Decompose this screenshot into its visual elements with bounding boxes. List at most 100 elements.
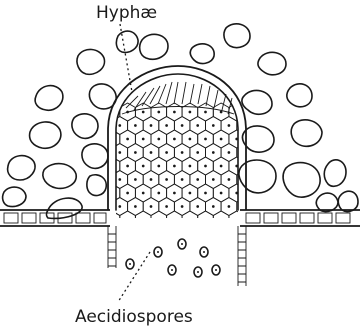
spore-nucleus [158,165,160,167]
spore-nucleus [228,179,230,181]
tissue-cell [258,52,286,74]
spore-nucleus [127,165,129,167]
spore-nucleus [150,152,152,154]
spore-nucleus [174,111,176,113]
spore-nucleus [111,165,113,167]
spore-cell [151,211,167,229]
spore-nucleus [197,125,199,127]
spore-nucleus [197,152,199,154]
tissue-cell [291,120,322,147]
spore-nucleus [189,111,191,113]
tissue-cell [47,198,83,218]
spore-nucleus [174,138,176,140]
label-aecidiospores: Aecidiospores [75,307,193,327]
spore-nucleus [127,138,129,140]
spore-cell [198,211,214,229]
tissue-cell [77,49,105,74]
spore-nucleus [212,179,214,181]
tissue-cell [8,156,35,180]
spore-nucleus [181,206,183,208]
tissue-cell [43,164,76,189]
spore-nucleus [228,152,230,154]
spore-nucleus [135,152,137,154]
spore-nucleus [212,206,214,208]
spore-nucleus [236,219,238,221]
spore-nucleus [111,192,113,194]
spore-nucleus [142,165,144,167]
tissue-cell [35,86,63,111]
spore-nucleus [220,219,222,221]
spore-nucleus [174,219,176,221]
spore-cell [213,211,229,229]
tissue-cell [316,193,338,212]
spore-nucleus [119,179,121,181]
spore-nucleus [212,125,214,127]
spore-cell [167,211,183,229]
spore-nucleus [181,125,183,127]
spore-nucleus [166,152,168,154]
spore-nucleus [142,138,144,140]
spore-nucleus [142,111,144,113]
spore-nucleus [189,192,191,194]
spore-nucleus [127,192,129,194]
spore-nucleus [205,192,207,194]
released-aecidiospores [126,239,220,277]
tissue-cell [30,122,61,148]
spore-nucleus [119,152,121,154]
spore-nucleus [135,125,137,127]
spore-cell [120,211,136,229]
tissue-cell [287,84,312,107]
spore-nucleus [150,125,152,127]
spore-nucleus [205,111,207,113]
spore-nucleus [119,206,121,208]
spore-nucleus [158,111,160,113]
tissue-cell [283,163,320,198]
spore-nucleus [158,192,160,194]
spore-cell [135,211,151,229]
spore-nucleus [220,111,222,113]
spore-nucleus [220,138,222,140]
spore-nucleus [119,125,121,127]
spore-nucleus [220,165,222,167]
spore-nucleus [158,219,160,221]
spore-nucleus [205,219,207,221]
spore-nucleus [189,138,191,140]
spore-nucleus [205,165,207,167]
spore-nucleus [111,219,113,221]
tissue-cell [338,191,358,211]
tissue-cell [3,187,26,206]
spore-nucleus [150,206,152,208]
spore-nucleus [189,165,191,167]
spore-nucleus [150,179,152,181]
aecidium-cup [104,66,246,286]
tissue-cell [140,34,168,59]
spore-nucleus [166,206,168,208]
epidermis [0,210,360,226]
spore-nucleus [197,206,199,208]
spore-cell [182,211,198,229]
tissue-cell [224,24,250,48]
tissue-cell [87,175,106,196]
spore-nucleus [135,179,137,181]
spore-nucleus [205,138,207,140]
spore-nucleus [174,192,176,194]
spore-nucleus [166,125,168,127]
spore-nucleus [142,192,144,194]
leaf-tissue-cells [3,24,358,219]
spore-nucleus [189,219,191,221]
spore-nucleus [158,138,160,140]
label-hyphae: Hyphæ [96,3,157,23]
peridium-cells [108,226,246,286]
tissue-cell [242,90,272,114]
spore-nucleus [127,219,129,221]
spore-nucleus [197,179,199,181]
spore-nucleus [111,138,113,140]
tissue-cell [72,114,98,139]
leader-line-aecidiospores [118,252,150,302]
spore-nucleus [174,165,176,167]
spore-nucleus [135,206,137,208]
spore-nucleus [212,152,214,154]
spore-nucleus [166,179,168,181]
spore-nucleus [181,152,183,154]
